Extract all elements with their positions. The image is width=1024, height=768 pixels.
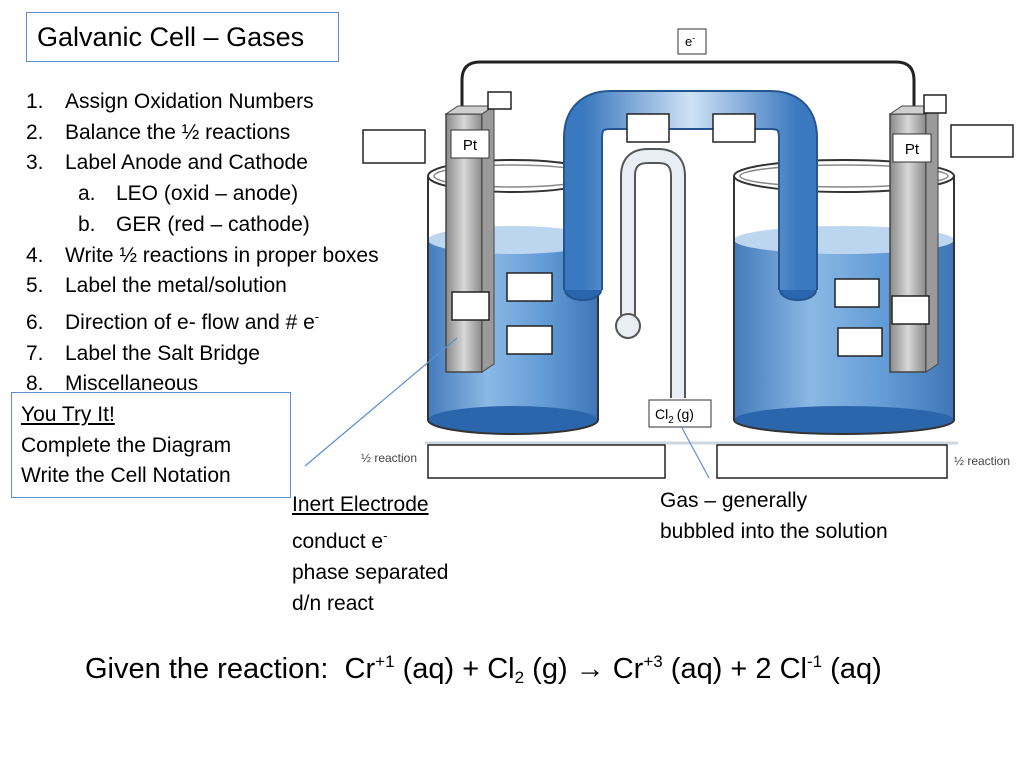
try-it-line: Complete the Diagram bbox=[21, 433, 232, 457]
list-item: 2.Balance the ½ reactions bbox=[26, 120, 291, 144]
note-line: d/n react bbox=[292, 592, 374, 615]
list-item: a.LEO (oxid – anode) bbox=[78, 182, 299, 206]
try-it-line: Write the Cell Notation bbox=[21, 464, 231, 487]
list-item: 4.Write ½ reactions in proper boxes bbox=[26, 243, 379, 267]
answer-box bbox=[506, 272, 553, 302]
given-reaction: Given the reaction: Cr+1 (aq) + Cl2 (g) … bbox=[85, 652, 882, 687]
steps-list: 1.Assign Oxidation Numbers 2.Balance the… bbox=[26, 87, 379, 400]
gas-label: Cl2(g) bbox=[655, 406, 694, 426]
answer-box bbox=[451, 291, 490, 321]
try-it-heading: You Try It! bbox=[21, 403, 115, 426]
left-electrode-label: Pt bbox=[463, 137, 478, 154]
right-electrode-label-box bbox=[892, 133, 932, 163]
inert-electrode-heading: Inert Electrode bbox=[292, 493, 429, 516]
list-item: 8.Miscellaneous bbox=[26, 372, 199, 396]
answer-box bbox=[837, 327, 883, 357]
answer-box bbox=[950, 124, 1014, 158]
half-reaction-box-left bbox=[427, 444, 666, 479]
answer-box bbox=[712, 113, 756, 143]
half-reaction-box-right bbox=[716, 444, 948, 479]
list-item: 3.Label Anode and Cathode bbox=[26, 151, 308, 175]
gas-tube bbox=[615, 148, 686, 398]
answer-box bbox=[834, 278, 880, 308]
note-line: phase separated bbox=[292, 561, 449, 584]
inert-electrode-note: Inert Electrode conduct e- phase separat… bbox=[292, 489, 448, 619]
answer-box bbox=[626, 113, 670, 143]
answer-box bbox=[923, 94, 947, 114]
external-wire bbox=[460, 60, 916, 118]
list-item: 6.Direction of e- flow and # e- bbox=[26, 308, 320, 334]
right-electrode-label: Pt bbox=[905, 141, 920, 158]
inert-electrode-callout-line bbox=[304, 337, 458, 467]
slide-title: Galvanic Cell – Gases bbox=[26, 12, 339, 62]
list-item: 7.Label the Salt Bridge bbox=[26, 341, 260, 365]
list-item: 1.Assign Oxidation Numbers bbox=[26, 90, 314, 113]
list-item: b.GER (red – cathode) bbox=[78, 212, 310, 236]
electron-label: e- bbox=[685, 33, 695, 49]
list-item: 5.Label the metal/solution bbox=[26, 274, 287, 298]
electron-label-box bbox=[677, 28, 707, 55]
note-line: bubbled into the solution bbox=[660, 520, 888, 543]
gas-note: Gas – generally bubbled into the solutio… bbox=[660, 485, 888, 547]
half-reaction-label-right: ½ reaction bbox=[954, 454, 1010, 468]
try-it-box: You Try It! Complete the Diagram Write t… bbox=[11, 392, 291, 498]
answer-box bbox=[487, 91, 512, 110]
note-line: conduct e- bbox=[292, 528, 388, 553]
half-reaction-label-left: ½ reaction bbox=[361, 451, 417, 465]
answer-box bbox=[506, 325, 553, 355]
answer-box bbox=[362, 129, 426, 164]
gas-callout-line bbox=[680, 425, 710, 479]
answer-box bbox=[891, 295, 930, 325]
salt-bridge bbox=[563, 90, 818, 301]
gas-label-box bbox=[648, 399, 712, 428]
note-line: Gas – generally bbox=[660, 489, 808, 512]
left-electrode-label-box bbox=[450, 129, 490, 159]
